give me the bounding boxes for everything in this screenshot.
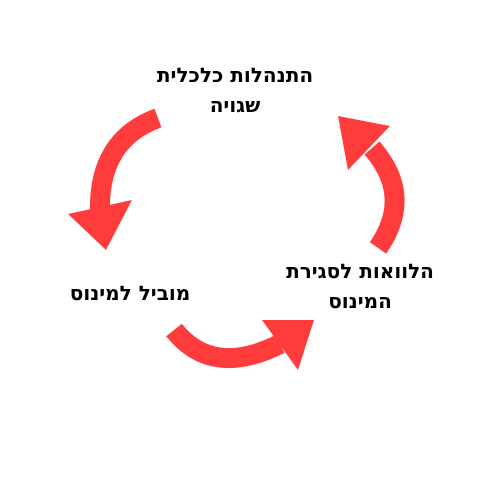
arrow-top-to-left-shaft <box>89 108 162 213</box>
node-top-line2: שגויה <box>209 93 261 117</box>
node-left-label: מוביל למינוס <box>50 278 210 308</box>
node-left-line1: מוביל למינוס <box>69 281 191 305</box>
arrow-top-to-left-head <box>68 200 132 250</box>
arrow-right-to-top <box>338 116 405 254</box>
arrow-top-to-left <box>68 108 162 250</box>
arrow-right-to-top-shaft <box>364 141 405 254</box>
node-top-label: התנהלות כלכלית שגויה <box>130 60 340 120</box>
node-right-line1: הלוואות לסגירת <box>286 259 434 283</box>
arrow-left-to-right-shaft <box>166 323 285 369</box>
node-right-line2: המינוס <box>328 289 392 313</box>
arrow-right-to-top-head <box>338 116 390 170</box>
arrow-left-to-right-head <box>262 320 314 370</box>
node-top-line1: התנהלות כלכלית <box>156 63 314 87</box>
node-right-label: הלוואות לסגירת המינוס <box>270 256 450 316</box>
arrow-left-to-right <box>166 320 314 370</box>
